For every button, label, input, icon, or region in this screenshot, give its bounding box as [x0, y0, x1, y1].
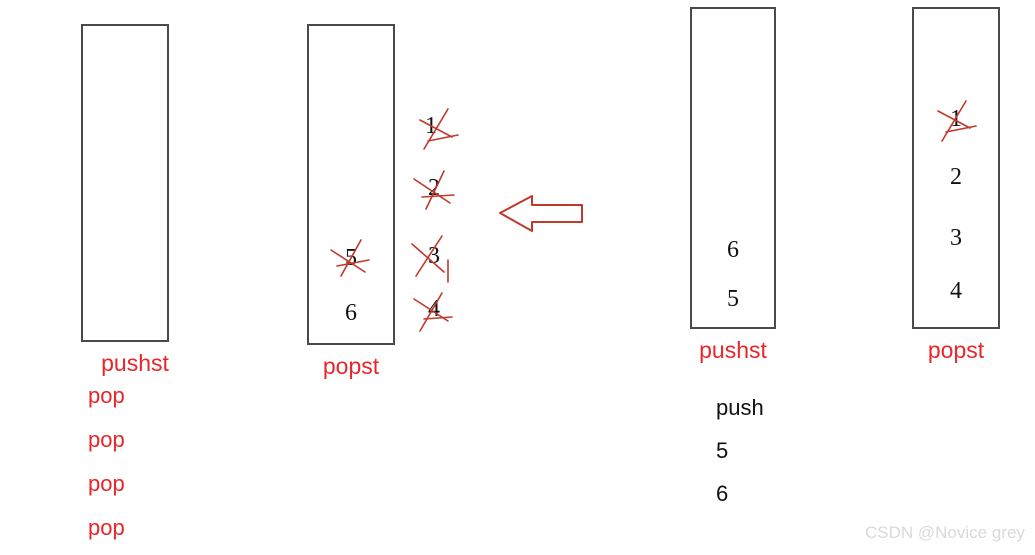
stack3-op-push: push — [716, 395, 764, 420]
stack3-cell-6: 6 — [727, 237, 739, 263]
stack-box-pushst-left — [81, 24, 169, 342]
stack2-outside-number-4: 4 — [428, 296, 440, 322]
stack2-cell-6: 6 — [345, 300, 357, 326]
stack4-cell-4: 4 — [950, 278, 962, 304]
stack1-op-pop-1: pop — [88, 383, 125, 408]
stack-box-popst-left — [307, 24, 395, 345]
stack2-outside-number-3: 3 — [428, 243, 440, 269]
stack3-cell-5: 5 — [727, 286, 739, 312]
stack-box-popst-right — [912, 7, 1000, 329]
stack-label-popst-right: popst — [927, 337, 985, 363]
stack4-cell-3: 3 — [950, 225, 962, 251]
stack-label-pushst-left: pushst — [101, 350, 169, 376]
stack1-op-pop-2: pop — [88, 427, 125, 452]
left-arrow-icon — [499, 195, 583, 232]
stack2-cell-5: 5 — [345, 245, 357, 271]
transfer-arrow — [498, 188, 584, 241]
stack-label-pushst-right: pushst — [699, 337, 767, 363]
stack3-op-value-6: 6 — [716, 481, 729, 506]
stack2-outside-number-2: 2 — [428, 175, 440, 201]
stack1-op-pop-3: pop — [88, 471, 125, 496]
stack4-cell-1: 1 — [950, 106, 962, 132]
stack3-op-value-5: 5 — [716, 438, 729, 463]
stack-label-popst-left: popst — [322, 353, 380, 379]
stack4-cell-2: 2 — [950, 164, 962, 190]
stack1-op-pop-4: pop — [88, 515, 125, 540]
stack-box-pushst-right — [690, 7, 776, 329]
stack2-outside-number-1: 1 — [425, 113, 437, 139]
csdn-watermark: CSDN @Novice grey — [865, 523, 1025, 542]
